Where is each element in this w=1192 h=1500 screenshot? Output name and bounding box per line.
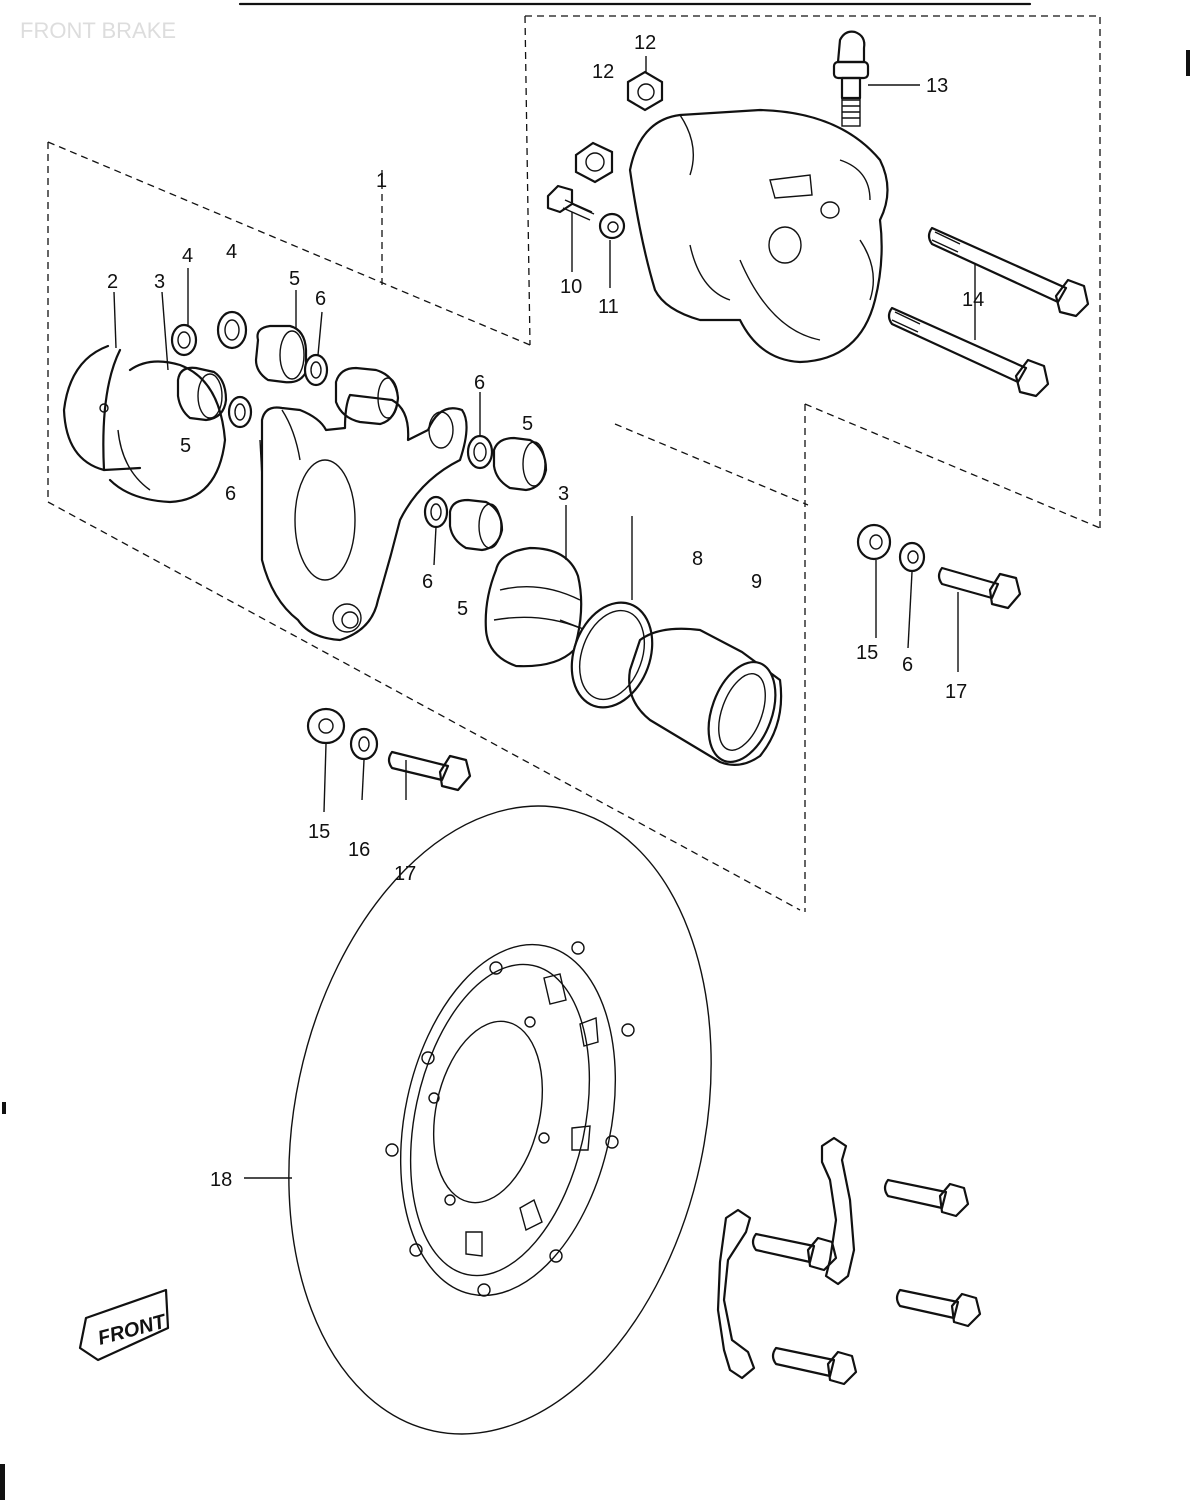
cap-nut-12: [626, 70, 664, 112]
callout-17-lower: 17: [394, 863, 416, 885]
callout-5-top: 5: [289, 268, 300, 290]
seal-6-d: [423, 495, 449, 529]
callout-9: 9: [751, 571, 762, 593]
callout-4-left: 4: [182, 245, 193, 267]
callout-6-far-right: 6: [902, 654, 913, 676]
callout-1: 1: [376, 170, 387, 192]
callout-8: 8: [692, 548, 703, 570]
piston-sleeve-1: [334, 366, 400, 426]
caliper-holder: [260, 393, 468, 642]
callout-4-mid: 4: [226, 241, 237, 263]
callout-5-right: 5: [522, 413, 533, 435]
bolt-17-lower: [387, 750, 472, 792]
callout-15-lower: 15: [308, 821, 330, 843]
lock-washer-6-right: [898, 541, 926, 573]
edge-mark-bottom: [0, 1464, 5, 1500]
washer-11: [598, 212, 626, 240]
washer-15-lower: [306, 707, 346, 745]
piston-5-c: [492, 436, 548, 492]
callout-3-left: 3: [154, 271, 165, 293]
piston-housing-2: [62, 344, 227, 504]
callout-14: 14: [962, 289, 984, 311]
callout-6-left: 6: [225, 483, 236, 505]
nut-12: [574, 141, 614, 184]
sleeve-9: [628, 627, 783, 767]
caliper-group-box: [47, 15, 1101, 912]
leader-lines: [113, 56, 976, 1179]
washer-15-right: [856, 523, 892, 561]
disc-bolt-b: [751, 1232, 838, 1272]
callout-17-right: 17: [945, 681, 967, 703]
dust-boot-8: [484, 546, 587, 668]
callout-18: 18: [210, 1169, 232, 1191]
callout-16: 16: [348, 839, 370, 861]
pivot-bolt-14-lower: [887, 306, 1050, 398]
callout-6-right: 6: [474, 372, 485, 394]
diagram-title: FRONT BRAKE: [20, 18, 176, 43]
callout-3-mid: 3: [558, 483, 569, 505]
disc-bolt-a: [883, 1178, 970, 1218]
callout-labels: 1 1 2 3 3 4 4 5 5 5 5 6 6 6 6 6 8 9 10 1…: [107, 32, 984, 1191]
caliper-body: [628, 108, 889, 364]
lock-plate-upper: [820, 1136, 856, 1286]
disc-bolt-c: [895, 1288, 982, 1328]
piston-5-b: [176, 366, 228, 422]
callout-5-left: 5: [180, 435, 191, 457]
seal-6-b: [227, 395, 253, 429]
brake-disc-18: [288, 805, 712, 1435]
retaining-ring: [570, 601, 654, 709]
edge-mark-top: [1186, 50, 1190, 76]
disc-bolt-d: [771, 1346, 858, 1386]
callout-6-lower: 6: [422, 571, 433, 593]
edge-mark-mid: [2, 1102, 6, 1114]
callout-13: 13: [926, 75, 948, 97]
bolt-10: [546, 184, 595, 221]
lock-washer-16: [349, 727, 379, 761]
callout-15-right: 15: [856, 642, 878, 664]
seal-6-c: [466, 434, 494, 470]
pivot-bolt-14-upper: [927, 226, 1090, 318]
callout-11: 11: [598, 296, 619, 318]
dust-ring-4: [216, 310, 248, 350]
piston-seal-3: [170, 323, 198, 357]
callout-6-top: 6: [315, 288, 326, 310]
seal-6-a: [303, 353, 329, 387]
piston-5-d: [448, 498, 504, 552]
callout-12-nut: 12: [634, 32, 656, 54]
callout-5-lower: 5: [457, 598, 468, 620]
bolt-17-right: [937, 566, 1022, 610]
callout-10: 10: [560, 276, 582, 298]
callout-2: 2: [107, 271, 118, 293]
piston-5-a: [254, 324, 308, 384]
lock-plate-lower: [716, 1208, 756, 1380]
bleeder-valve: [832, 30, 870, 127]
front-direction-arrow: FRONT: [78, 1288, 170, 1362]
callout-12-side: 12: [592, 61, 614, 83]
